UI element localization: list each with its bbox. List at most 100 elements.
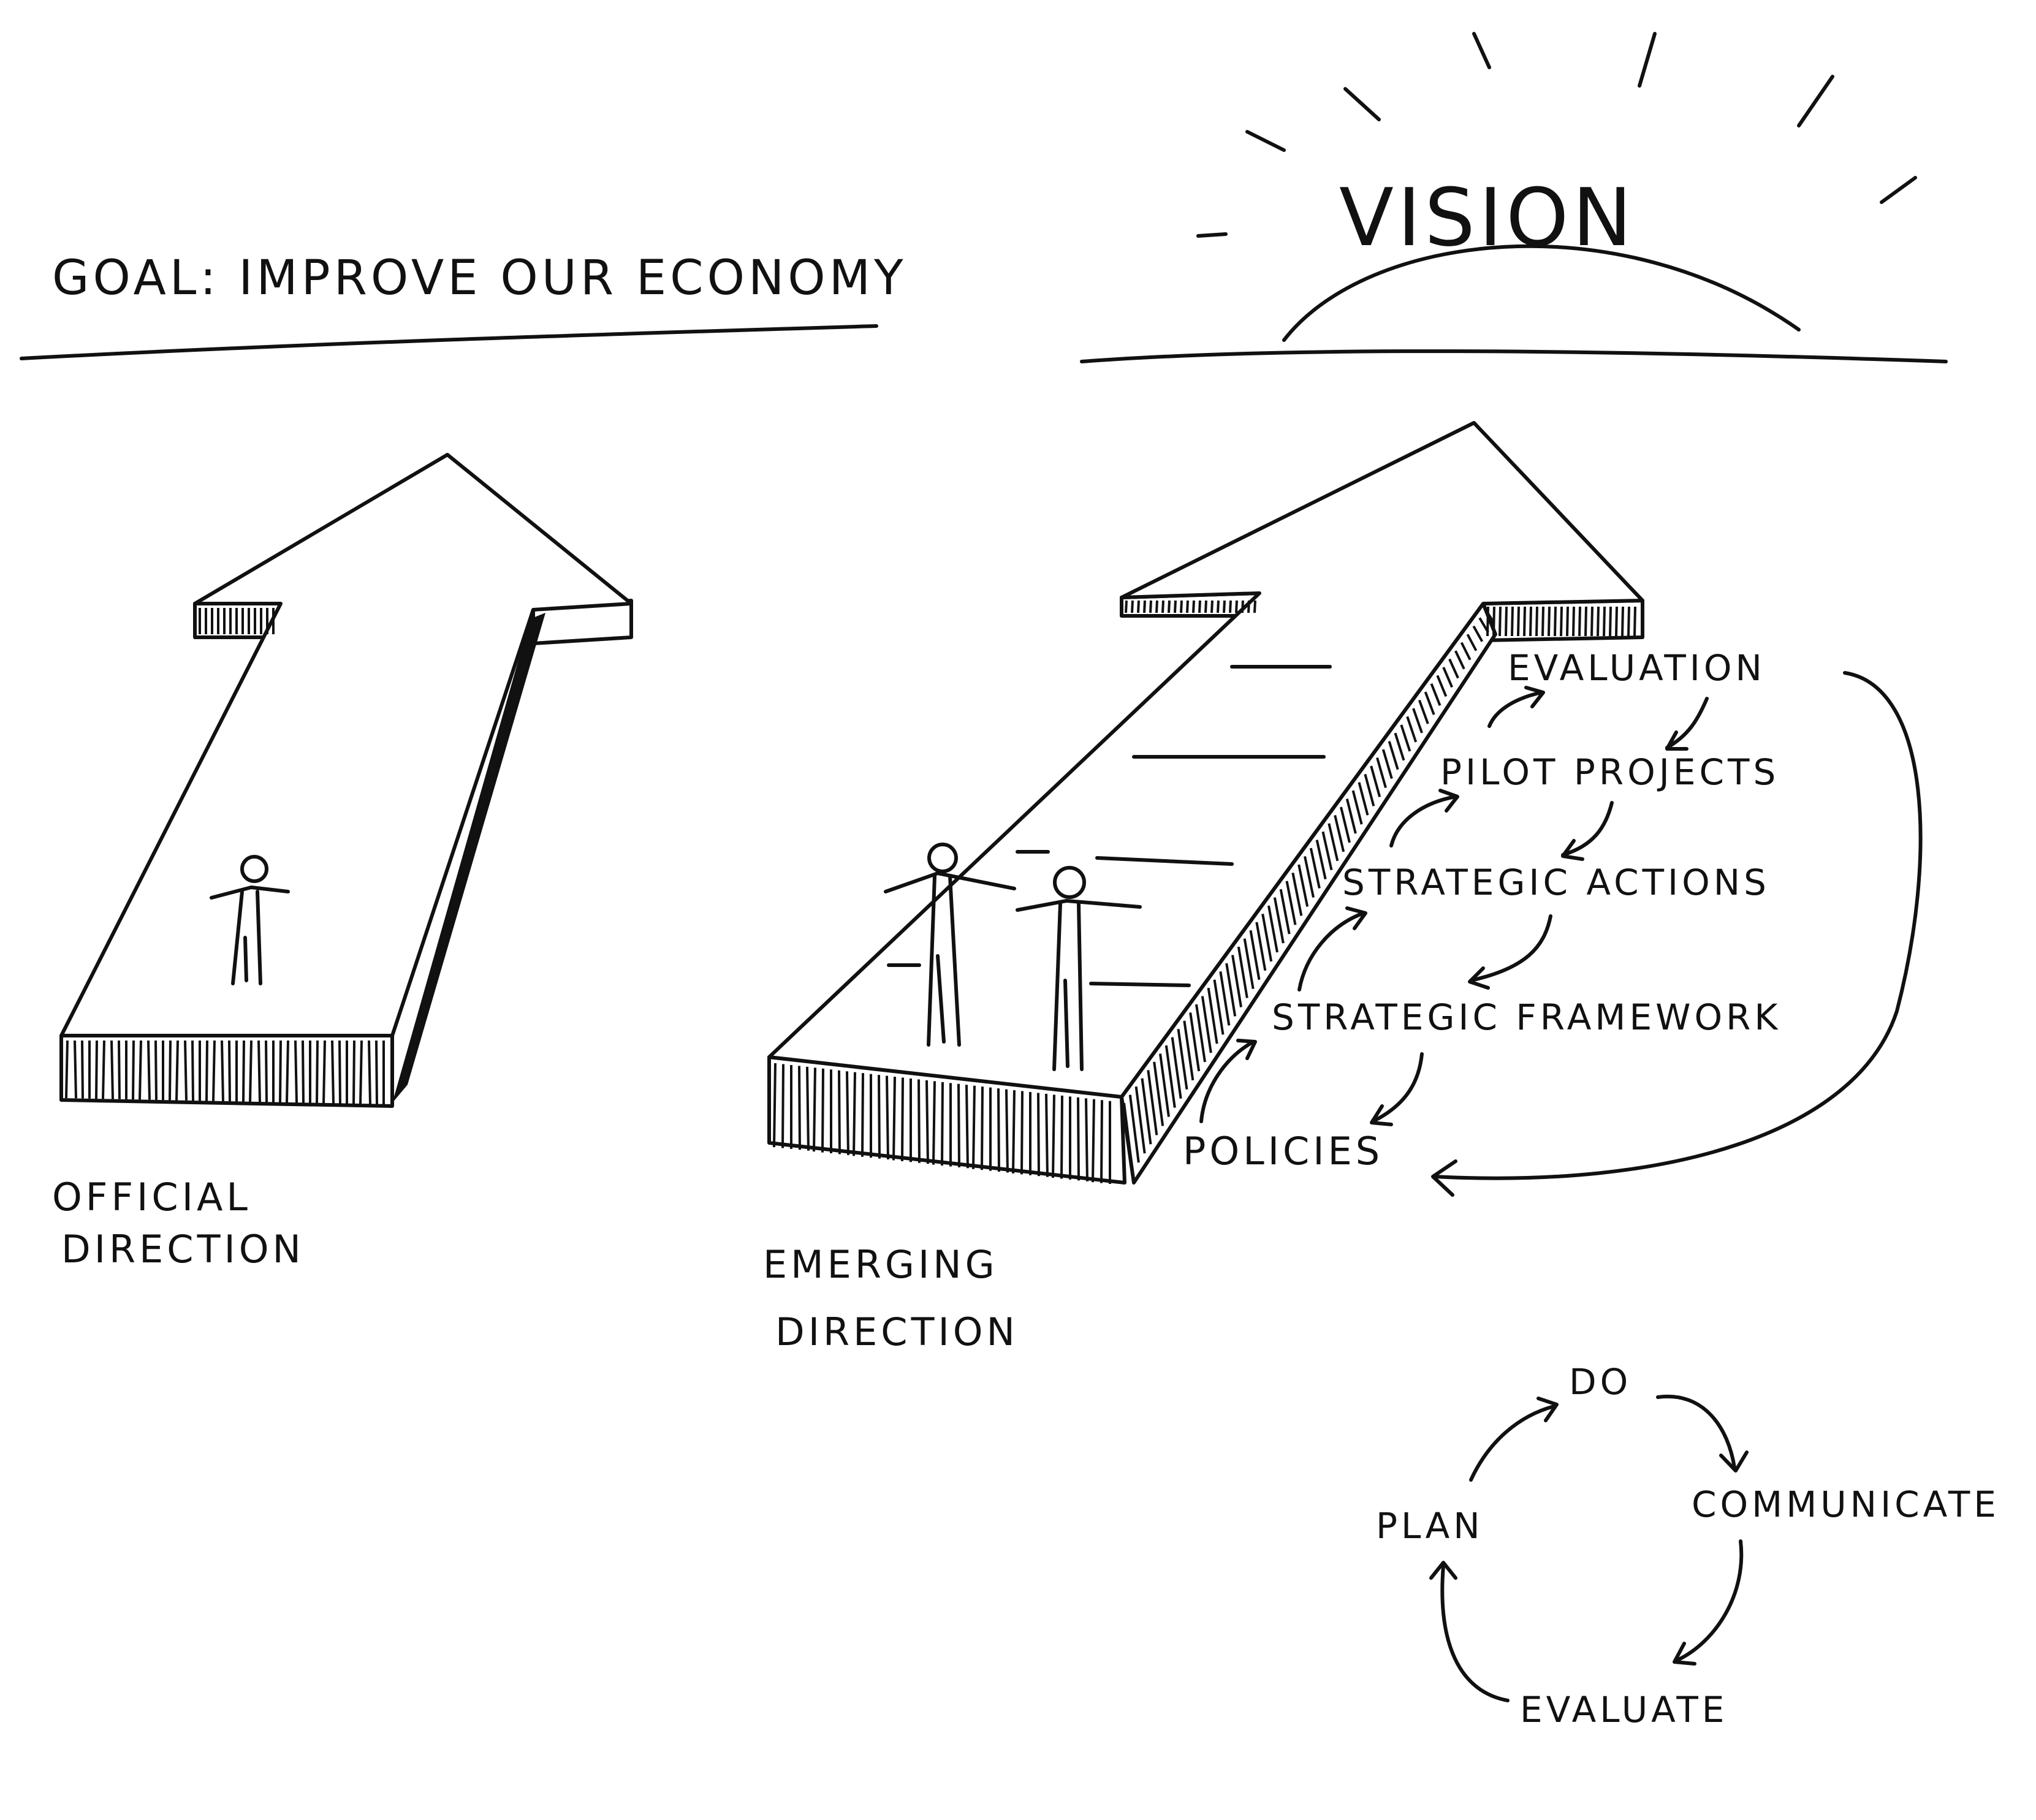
hatch-stroke — [175, 1040, 179, 1101]
arrowhead — [1524, 686, 1545, 708]
person-head — [1053, 866, 1086, 899]
hatch-stroke — [1448, 658, 1459, 679]
slab-top-face — [767, 421, 1644, 1099]
arrow-base-hatching — [65, 1040, 385, 1105]
hatch-stroke — [1621, 606, 1624, 637]
official-direction-arrow: OFFICIAL DIRECTION — [52, 453, 633, 1272]
hatch-stroke — [95, 1040, 98, 1099]
hatch-stroke — [813, 1067, 816, 1152]
hatch-stroke — [1180, 600, 1183, 613]
arrowhead — [1438, 789, 1459, 813]
hatch-stroke — [1334, 814, 1345, 852]
arrow-connector — [1371, 1052, 1424, 1123]
person-arms — [1016, 899, 1142, 912]
hatch-stroke — [1153, 1061, 1164, 1126]
hatch-stroke — [359, 1040, 363, 1104]
hatch-stroke — [65, 1040, 69, 1099]
loop-plan: PLAN — [1376, 1505, 1484, 1547]
hatch-stroke — [1005, 1089, 1009, 1173]
arrowhead — [1370, 1104, 1393, 1126]
step-evaluation: EVALUATION — [1508, 647, 1766, 689]
slab-lane-lines — [887, 665, 1332, 987]
hatch-stroke — [1143, 600, 1146, 613]
hatch-stroke — [846, 1071, 849, 1155]
arrow-connector — [1389, 795, 1457, 847]
action-loop: DO COMMUNICATE EVALUATE PLAN — [1376, 1361, 1996, 1731]
hatch-stroke — [375, 1040, 378, 1105]
hatch-stroke — [257, 1040, 261, 1102]
hatch-stroke — [1430, 683, 1442, 706]
person-arms — [884, 871, 1016, 893]
hatch-stroke — [1486, 606, 1489, 637]
arrow-connector — [1199, 1040, 1255, 1123]
arrow-connector — [1561, 801, 1614, 857]
hatch-stroke — [1578, 606, 1581, 637]
step-policies: POLICIES — [1183, 1129, 1383, 1174]
hatch-stroke — [1100, 1100, 1103, 1183]
hatch-stroke — [249, 1040, 253, 1102]
hatch-stroke — [1603, 606, 1606, 637]
horizon-line — [1080, 349, 1948, 363]
hatch-stroke — [1472, 625, 1484, 642]
hatch-stroke — [1279, 889, 1291, 935]
slab-head-hatching — [1125, 600, 1636, 637]
hatch-stroke — [1255, 922, 1267, 971]
hatch-stroke — [1517, 606, 1520, 637]
hatch-stroke — [1370, 765, 1381, 797]
hatch-stroke — [1442, 667, 1454, 688]
arrow-connector — [1674, 1539, 1744, 1663]
hatch-stroke — [1328, 823, 1339, 862]
hatch-stroke — [191, 1040, 194, 1101]
hatch-stroke — [1358, 782, 1369, 816]
hatch-stroke — [212, 1040, 216, 1101]
arrow-connector — [1656, 1394, 1736, 1469]
sun-ray — [1472, 32, 1491, 69]
hatch-stroke — [74, 1040, 77, 1099]
hatch-stroke — [1128, 1094, 1140, 1163]
sun-ray — [1343, 87, 1381, 121]
hatch-stroke — [932, 1081, 936, 1165]
hatch-stroke — [1195, 1004, 1206, 1063]
person-figure-1 — [884, 843, 1016, 1047]
hatch-stroke — [1291, 872, 1303, 916]
hatch-stroke — [242, 1040, 245, 1102]
arrowhead — [1673, 1642, 1696, 1666]
hatch-stroke — [1201, 996, 1212, 1053]
hatch-stroke — [997, 1088, 1000, 1172]
hatch-stroke — [81, 1040, 84, 1099]
hatch-stroke — [368, 1040, 371, 1104]
hatch-stroke — [265, 1040, 268, 1102]
goal-underline — [20, 324, 878, 360]
hatch-stroke — [294, 1040, 298, 1103]
hatch-stroke — [102, 1040, 105, 1099]
official-label-line2: DIRECTION — [61, 1227, 305, 1272]
strategy-cycle: EVALUATION PILOT PROJECTS STRATEGIC ACTI… — [1183, 647, 1923, 1197]
loop-arrows — [1429, 1394, 1749, 1702]
hatch-stroke — [773, 1063, 777, 1148]
official-label-line1: OFFICIAL — [52, 1175, 251, 1219]
hatch-stroke — [184, 1040, 188, 1101]
hatch-stroke — [1229, 600, 1232, 613]
hatch-stroke — [1376, 757, 1387, 789]
hatch-stroke — [118, 1040, 121, 1099]
hatch-stroke — [853, 1072, 856, 1156]
hatch-stroke — [1261, 914, 1273, 962]
lane-line — [1089, 982, 1191, 987]
hatch-stroke — [322, 1040, 326, 1104]
slab-side-hatching — [1123, 609, 1495, 1172]
hatch-stroke — [1186, 600, 1189, 613]
hatch-stroke — [1436, 675, 1448, 697]
person-arms — [210, 885, 290, 900]
hatch-stroke — [1609, 606, 1612, 637]
hatch-stroke — [1189, 1012, 1201, 1072]
step-strategic-framework: STRATEGIC FRAMEWORK — [1272, 996, 1781, 1038]
hatch-stroke — [1177, 1028, 1188, 1090]
loop-do: DO — [1569, 1361, 1631, 1403]
hatch-stroke — [892, 1077, 896, 1161]
sun-ray — [1880, 176, 1917, 204]
hatch-stroke — [1045, 1093, 1049, 1177]
hatch-stroke — [1267, 905, 1278, 953]
hatch-stroke — [1535, 606, 1538, 637]
hatch-stroke — [1345, 798, 1357, 834]
